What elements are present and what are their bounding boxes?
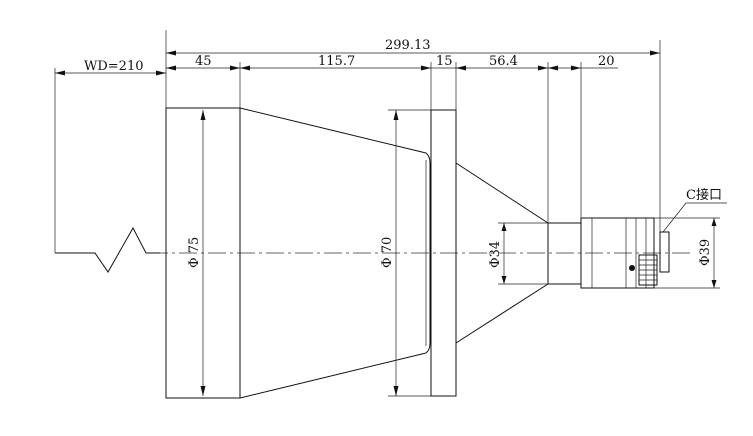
- front-diameter-label: Φ 75: [187, 237, 202, 268]
- working-distance-label: WD=210: [84, 59, 144, 74]
- seg-rear-taper-label: 56.4: [489, 54, 518, 69]
- neck-diameter-label: Φ34: [488, 241, 503, 268]
- locking-knob: [659, 231, 670, 273]
- c-mount-callout: C接口: [662, 187, 727, 233]
- overall-length-dimension: 299.13: [165, 30, 661, 232]
- flange-diameter-dimension: Φ 70: [380, 109, 431, 397]
- c-mount-label: C接口: [686, 187, 722, 203]
- seg-front-label: 45: [195, 54, 212, 69]
- neck: [547, 222, 582, 285]
- rear-taper-bottom-edge: [455, 283, 549, 344]
- taper-bottom-fillet: [425, 342, 431, 354]
- flange-diameter-label: Φ 70: [380, 237, 395, 268]
- segment-dimensions: 45 115.7 15 56.4 20: [166, 54, 618, 223]
- overall-length-label: 299.13: [385, 38, 431, 53]
- c-mount-body: [580, 217, 655, 289]
- mount-diameter-dimension: Φ39: [654, 217, 720, 289]
- mount-diameter-label: Φ39: [698, 239, 713, 266]
- rear-taper-top-edge: [455, 162, 549, 224]
- taper-top-edge: [239, 107, 427, 154]
- flange: [430, 109, 457, 397]
- taper-bottom-edge: [239, 352, 427, 399]
- seg-flange-label: 15: [436, 54, 453, 69]
- front-diameter-dimension: Φ 75: [187, 110, 206, 396]
- set-screw: [629, 265, 635, 271]
- working-distance-dimension: WD=210: [55, 59, 166, 76]
- seg-mount-label: 20: [598, 54, 615, 69]
- neck-diameter-dimension: Φ34: [488, 222, 548, 285]
- lens-body: [165, 107, 670, 399]
- taper-top-fillet: [425, 152, 431, 164]
- knurled-ring: [638, 254, 658, 286]
- seg-taper-label: 115.7: [318, 54, 355, 69]
- front-barrel: [165, 107, 241, 399]
- working-distance-break-line: [55, 226, 160, 273]
